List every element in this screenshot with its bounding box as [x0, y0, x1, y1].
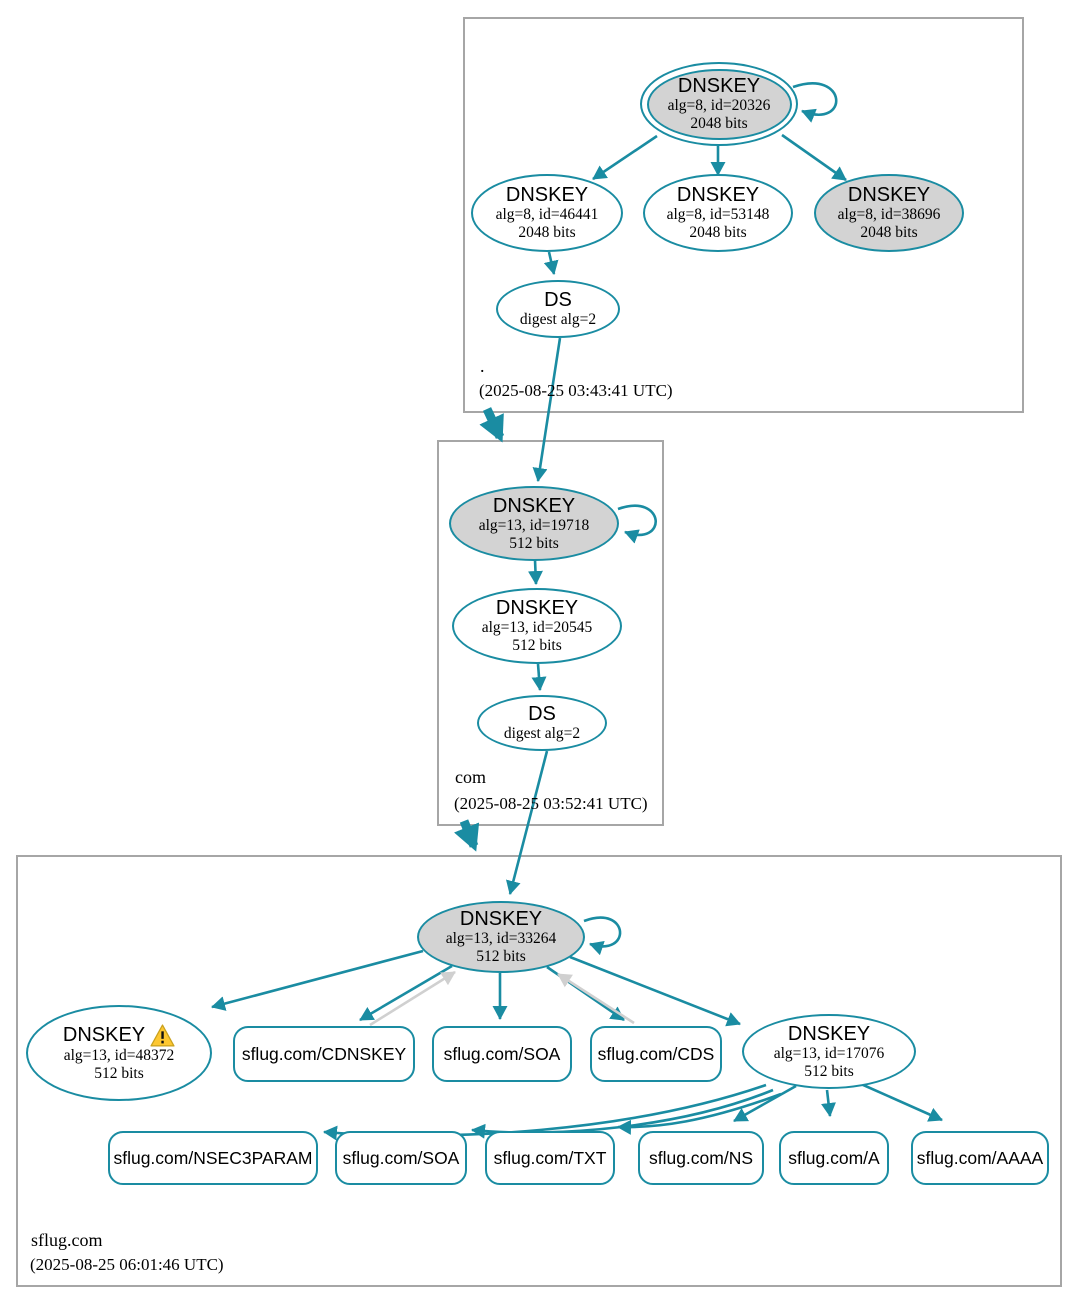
node-attr-alg-id: alg=8, id=20326 — [667, 97, 771, 114]
node-dnskey-20326[interactable]: DNSKEY alg=8, id=20326 2048 bits — [640, 62, 798, 146]
node-attr-bits: 512 bits — [94, 1064, 144, 1082]
warning-icon — [150, 1023, 175, 1047]
node-attr-alg-id: alg=13, id=48372 — [63, 1046, 175, 1064]
node-title: DNSKEY — [847, 184, 931, 206]
rrset-label: sflug.com/NSEC3PARAM — [113, 1147, 313, 1168]
node-attr-alg-id: alg=8, id=38696 — [837, 206, 941, 223]
node-rrset-soa-apex[interactable]: sflug.com/SOA — [432, 1026, 572, 1082]
node-ds-com[interactable]: DS digest alg=2 — [477, 695, 607, 751]
rrset-label: sflug.com/CDS — [597, 1043, 715, 1064]
node-title: DNSKEY — [787, 1022, 871, 1045]
node-attr-bits: 2048 bits — [690, 115, 748, 132]
rrset-label: sflug.com/CDNSKEY — [241, 1043, 407, 1064]
rrset-label: sflug.com/NS — [648, 1147, 754, 1168]
node-dnskey-33264[interactable]: DNSKEY alg=13, id=33264 512 bits — [417, 901, 585, 973]
node-rrset-aaaa[interactable]: sflug.com/AAAA — [911, 1131, 1049, 1185]
node-attr-alg-id: alg=8, id=53148 — [666, 206, 770, 223]
node-dnskey-19718[interactable]: DNSKEY alg=13, id=19718 512 bits — [449, 486, 619, 561]
node-title: DS — [528, 703, 556, 725]
node-title: DNSKEY — [495, 597, 579, 619]
node-attr-bits: 512 bits — [509, 534, 559, 552]
node-attr-bits: 512 bits — [804, 1062, 854, 1080]
zone-timestamp-com: (2025-08-25 03:52:41 UTC) — [454, 794, 648, 813]
node-rrset-cdnskey[interactable]: sflug.com/CDNSKEY — [233, 1026, 415, 1082]
node-attr-alg-id: alg=13, id=19718 — [478, 516, 590, 534]
node-attr-alg-id: alg=13, id=17076 — [773, 1044, 885, 1062]
edge-delegation-root-com — [479, 407, 505, 443]
node-dnskey-20545[interactable]: DNSKEY alg=13, id=20545 512 bits — [452, 588, 622, 664]
node-rrset-ns[interactable]: sflug.com/NS — [638, 1131, 764, 1185]
node-rrset-cds[interactable]: sflug.com/CDS — [590, 1026, 722, 1082]
zone-timestamp-sflug-com: (2025-08-25 06:01:46 UTC) — [30, 1255, 224, 1274]
node-attr-alg-id: alg=13, id=33264 — [445, 930, 557, 947]
zone-label-com: com — [455, 767, 486, 787]
node-title: DNSKEY — [676, 184, 760, 206]
rrset-label: sflug.com/AAAA — [916, 1147, 1044, 1168]
zone-label-sflug-com: sflug.com — [31, 1230, 103, 1250]
node-attr-bits: 512 bits — [476, 948, 526, 965]
zone-box-root — [463, 17, 1024, 413]
node-attr-alg-id: alg=13, id=20545 — [481, 619, 593, 636]
node-rrset-nsec3param[interactable]: sflug.com/NSEC3PARAM — [108, 1131, 318, 1185]
zone-timestamp-root: (2025-08-25 03:43:41 UTC) — [479, 381, 673, 400]
node-dnskey-46441[interactable]: DNSKEY alg=8, id=46441 2048 bits — [471, 174, 623, 252]
node-attr-digest: digest alg=2 — [519, 311, 597, 328]
node-attr-bits: 2048 bits — [518, 224, 576, 241]
node-dnskey-17076[interactable]: DNSKEY alg=13, id=17076 512 bits — [742, 1014, 916, 1089]
node-title: DNSKEY — [677, 75, 761, 97]
node-ds-root[interactable]: DS digest alg=2 — [496, 280, 620, 338]
rrset-label: sflug.com/A — [788, 1147, 880, 1168]
node-dnskey-48372[interactable]: DNSKEY alg=13, id=48372 512 bits — [26, 1005, 212, 1101]
zone-label-root: . — [480, 356, 485, 376]
node-rrset-a[interactable]: sflug.com/A — [779, 1131, 889, 1185]
rrset-label: sflug.com/SOA — [443, 1043, 561, 1064]
node-attr-digest: digest alg=2 — [503, 725, 581, 742]
node-rrset-soa[interactable]: sflug.com/SOA — [335, 1131, 467, 1185]
node-title: DS — [544, 289, 572, 311]
node-title: DNSKEY — [492, 494, 576, 517]
rrset-label: sflug.com/SOA — [342, 1147, 460, 1168]
node-title: DNSKEY — [459, 908, 543, 930]
rrset-label: sflug.com/TXT — [493, 1147, 607, 1168]
node-title: DNSKEY — [505, 184, 589, 206]
node-attr-bits: 2048 bits — [860, 224, 918, 241]
node-dnskey-38696[interactable]: DNSKEY alg=8, id=38696 2048 bits — [814, 174, 964, 252]
node-attr-bits: 512 bits — [512, 637, 562, 654]
node-attr-alg-id: alg=8, id=46441 — [495, 206, 599, 223]
node-attr-bits: 2048 bits — [689, 224, 747, 241]
node-title: DNSKEY — [62, 1024, 146, 1046]
node-dnskey-53148[interactable]: DNSKEY alg=8, id=53148 2048 bits — [643, 174, 793, 252]
node-rrset-txt[interactable]: sflug.com/TXT — [485, 1131, 615, 1185]
